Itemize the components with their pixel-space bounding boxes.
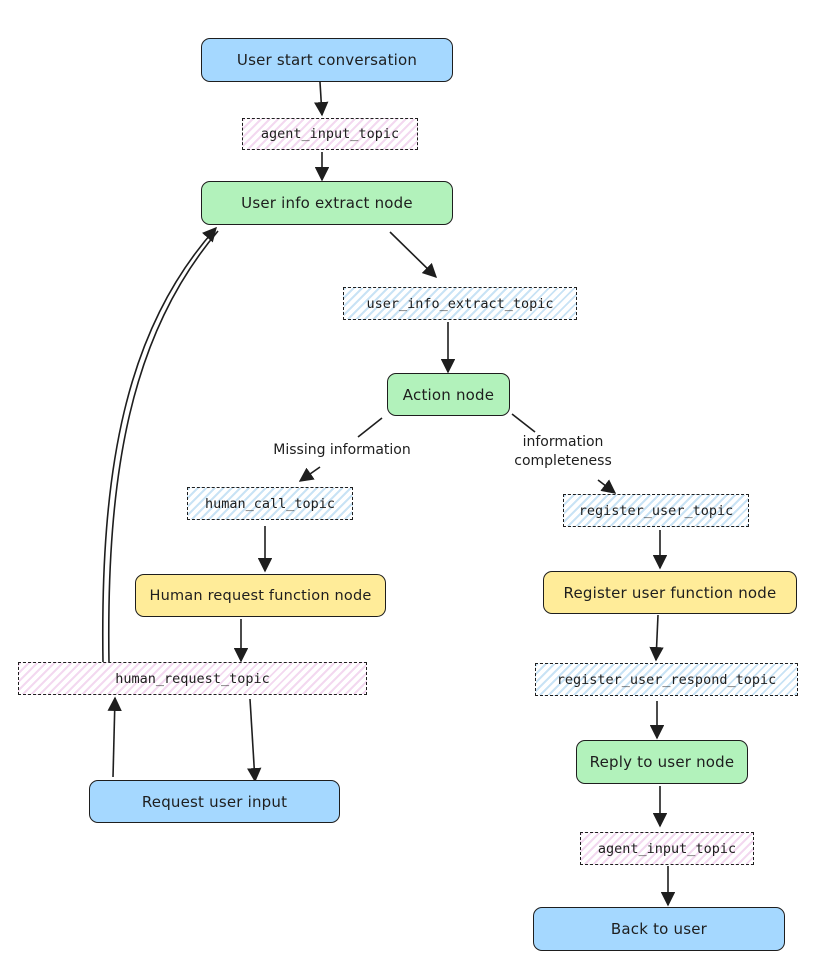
node-action: Action node [387,373,510,416]
edge-request-input-to-human-request-topic [107,696,122,778]
topic-human-request: human_request_topic [18,662,367,695]
edge-missing-to-human-call [298,466,321,482]
topic-user-info-extract: user_info_extract_topic [343,287,577,320]
edge-human-request-topic-to-extract [101,226,217,664]
label-completeness-line2: completeness [514,452,612,469]
edge-completeness-to-register-topic [597,479,617,494]
label-information-completeness: information completeness [504,433,622,471]
node-user-start-conversation: User start conversation [201,38,453,82]
edge-register-fn-to-respond-topic [649,614,664,662]
topic-register-user-respond: register_user_respond_topic [535,663,798,696]
label-completeness-line1: information [522,434,604,450]
node-human-request-function: Human request function node [135,574,386,617]
node-back-to-user: Back to user [533,907,785,951]
topic-agent-input-top: agent_input_topic [242,118,418,150]
edge-start-to-agent-input [314,81,329,117]
edge-extract-to-user-info-topic [389,231,438,279]
topic-register-user: register_user_topic [563,494,749,527]
node-request-user-input: Request user input [89,780,340,823]
topic-agent-input-bottom: agent_input_topic [580,832,754,865]
topic-human-call: human_call_topic [187,487,353,520]
node-reply-to-user: Reply to user node [576,740,748,784]
edge-human-request-topic-to-request-input [247,698,262,783]
edge-action-to-missing [357,417,383,438]
node-register-user-function: Register user function node [543,571,797,614]
label-missing-information: Missing information [262,441,422,460]
edge-action-to-completeness [511,413,536,433]
node-user-info-extract: User info extract node [201,181,453,225]
